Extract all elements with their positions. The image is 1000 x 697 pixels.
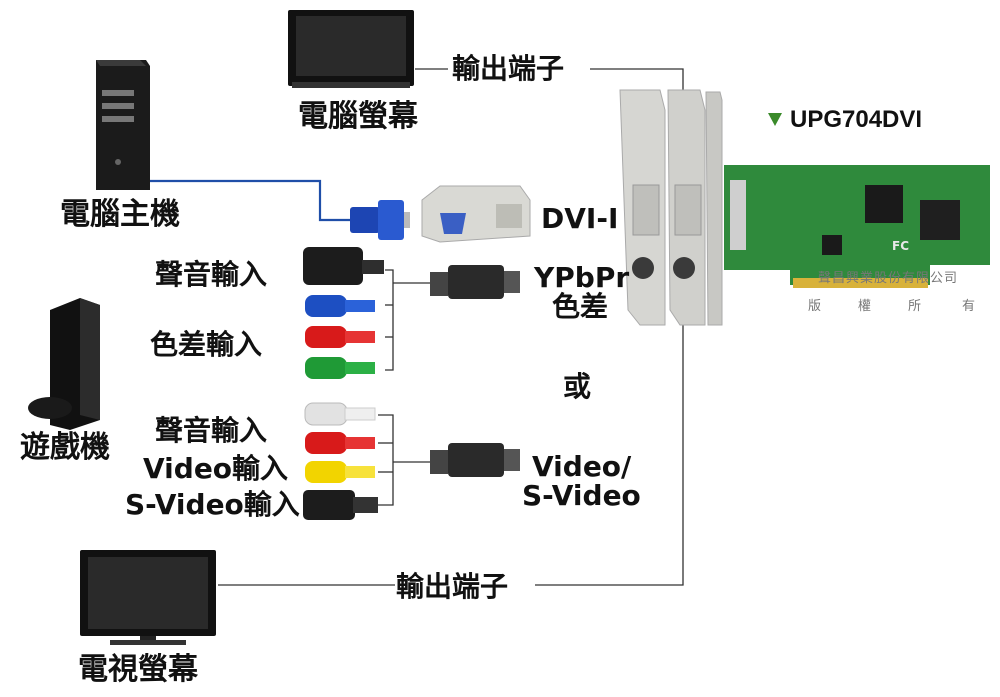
output-label-top: 輸出端子 bbox=[452, 52, 565, 85]
dvi-adapter-icon bbox=[421, 185, 531, 243]
component-input-label: 色差輸入 bbox=[150, 328, 263, 361]
output-label-bottom: 輸出端子 bbox=[396, 570, 509, 603]
company-name: 聲昌興業股份有限公司 bbox=[818, 271, 959, 286]
product-name: UPG704DVI bbox=[790, 106, 923, 133]
video-input-label: Video輸入 bbox=[143, 452, 289, 485]
video-svideo-label-2: S-Video bbox=[522, 479, 641, 512]
fc-mark: FC bbox=[892, 239, 910, 253]
mini-din-plug-icon-2 bbox=[430, 443, 520, 477]
monitor-label: 電腦螢幕 bbox=[298, 99, 418, 134]
component-label: 色差 bbox=[552, 290, 609, 323]
audio-input-label-1: 聲音輸入 bbox=[155, 258, 268, 291]
rca-plug-red bbox=[305, 326, 375, 348]
vga-plug-icon bbox=[350, 200, 410, 240]
tv-label: 電視螢幕 bbox=[78, 652, 198, 687]
rca-plug-red-2 bbox=[305, 432, 375, 454]
mini-din-plug-icon bbox=[430, 265, 520, 299]
rca-plug-yellow bbox=[305, 461, 375, 483]
video-svideo-label-1: Video/ bbox=[532, 450, 632, 483]
copyright-char-2: 權 bbox=[858, 299, 872, 314]
rca-plug-green bbox=[305, 357, 375, 379]
connector-lines bbox=[218, 68, 684, 586]
svideo-input-label: S-Video輸入 bbox=[125, 488, 300, 521]
pc-tower-icon bbox=[96, 60, 150, 190]
console-label: 遊戲機 bbox=[20, 430, 110, 465]
svideo-plug bbox=[303, 490, 378, 520]
rca-plug-audio-black bbox=[303, 247, 384, 285]
capture-card-icon bbox=[619, 89, 990, 326]
dvi-label: DVI-I bbox=[541, 202, 619, 235]
rca-plug-white bbox=[304, 402, 376, 426]
audio-input-label-2: 聲音輸入 bbox=[155, 414, 268, 447]
rca-plug-blue bbox=[305, 295, 375, 317]
copyright-char-3: 所 bbox=[908, 299, 922, 314]
copyright-char-4: 有 bbox=[962, 299, 976, 314]
computer-label: 電腦主機 bbox=[60, 197, 180, 232]
tv-icon bbox=[80, 550, 216, 645]
ypbpr-label: YPbPr bbox=[534, 261, 630, 294]
monitor-icon bbox=[288, 10, 414, 88]
game-console-icon bbox=[28, 298, 100, 430]
or-label: 或 bbox=[563, 370, 592, 403]
product-marker-icon bbox=[768, 113, 782, 126]
copyright-char-1: 版 bbox=[808, 299, 822, 314]
vga-cable bbox=[148, 179, 352, 222]
